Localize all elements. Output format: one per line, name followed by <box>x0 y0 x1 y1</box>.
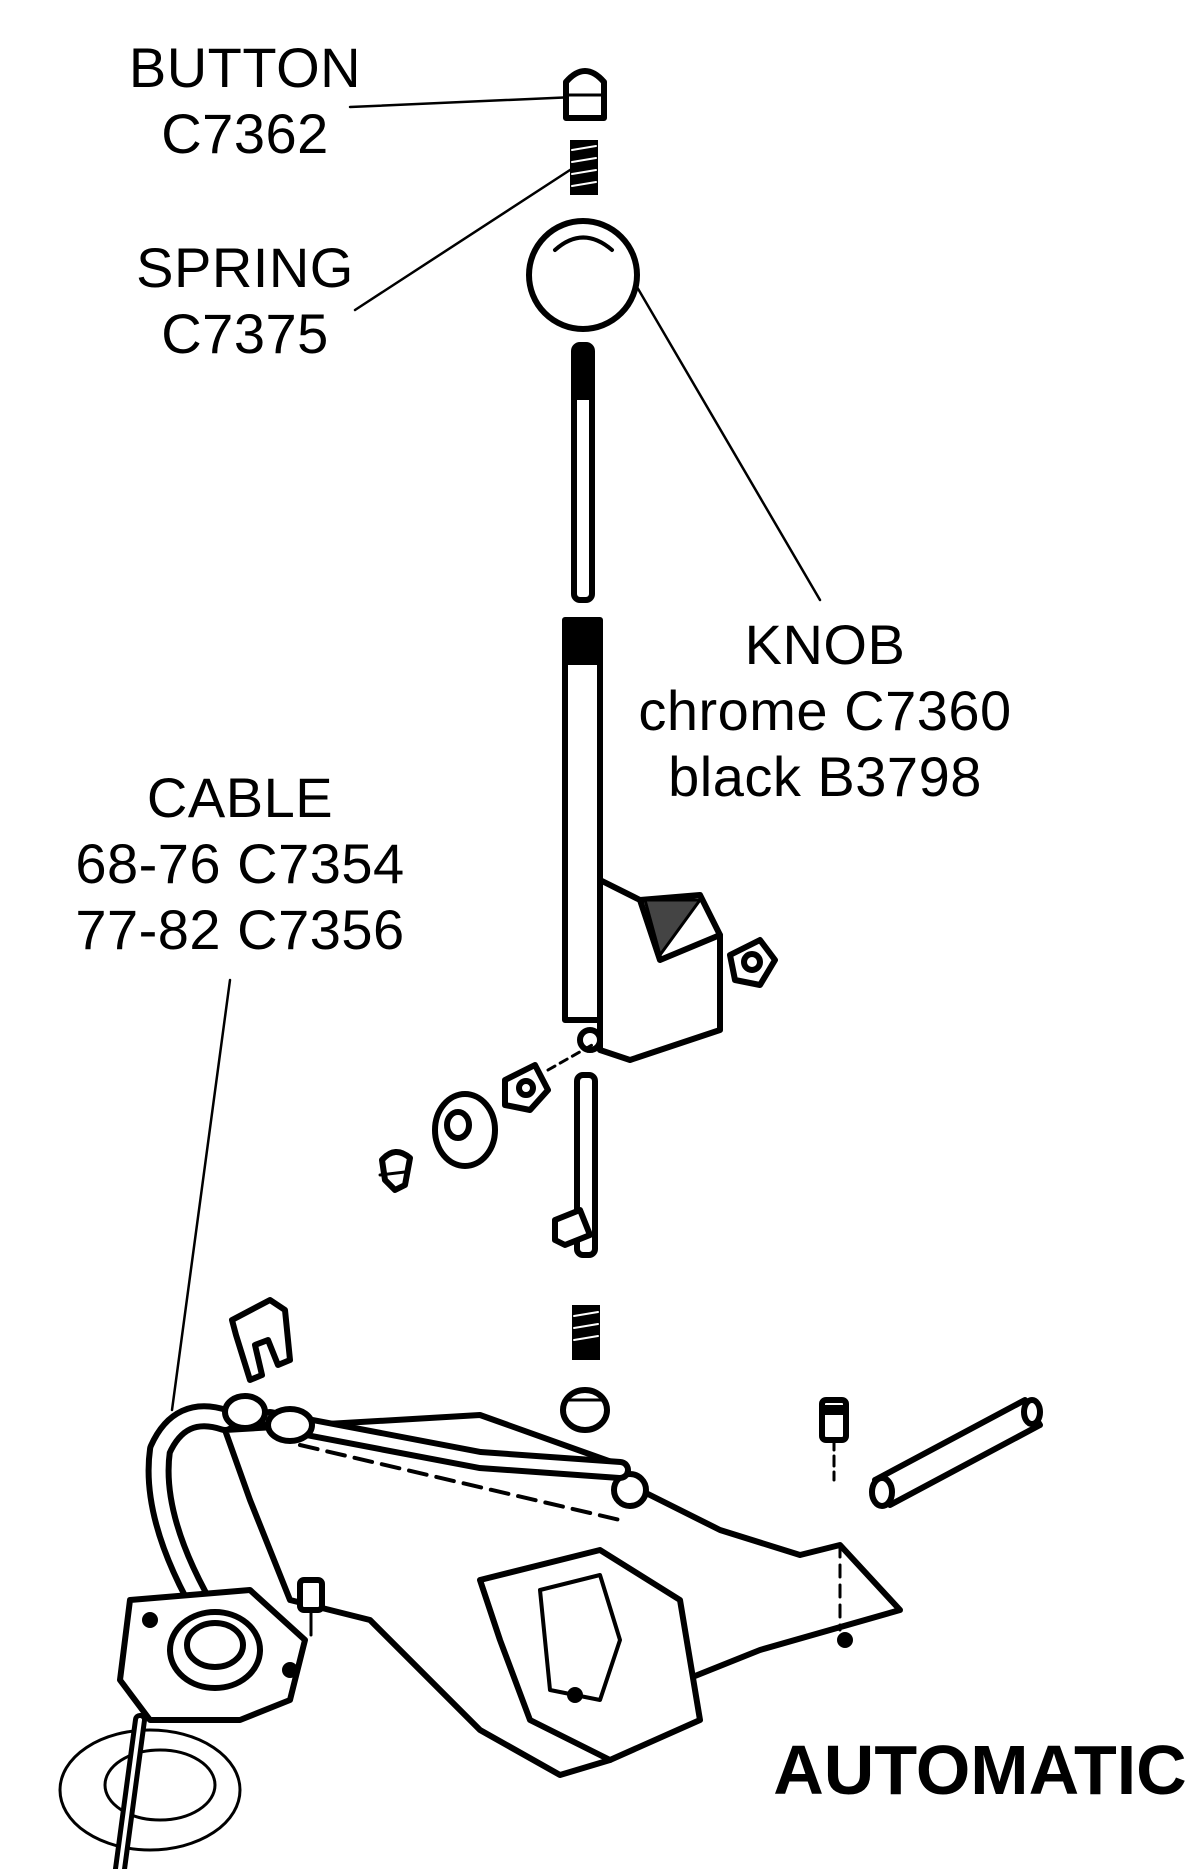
base-mounting-bolt <box>819 1397 849 1482</box>
cable-68-76-number: 68-76 C7354 <box>75 832 405 895</box>
pivot-axis-line <box>546 1043 594 1072</box>
retaining-clip <box>229 1297 293 1383</box>
lower-rod <box>552 1072 598 1258</box>
knob-leader <box>628 273 822 602</box>
cable-77-82-number: 77-82 C7356 <box>75 898 405 961</box>
shifter-tube <box>562 617 603 1023</box>
button-label: BUTTON C7362 <box>95 40 395 162</box>
spring-part-number: C7375 <box>161 302 329 365</box>
bracket-nut <box>502 1062 551 1113</box>
lower-spring <box>572 1305 600 1360</box>
lower-cap <box>560 1387 610 1433</box>
button-part-name: BUTTON <box>128 36 362 99</box>
knob-part-name: KNOB <box>744 613 906 676</box>
bracket-bolt-right <box>727 937 778 988</box>
spring-part-name: SPRING <box>136 236 354 299</box>
shifter-base <box>222 1412 903 1778</box>
lever-bracket <box>577 877 723 1063</box>
pivot-pin <box>869 1397 1043 1509</box>
cable-bracket <box>117 1587 308 1723</box>
floor-grommet <box>58 1713 242 1869</box>
cable-leader <box>170 978 232 1412</box>
shift-cable <box>145 1393 631 1633</box>
button-part <box>563 68 607 121</box>
cable-bracket-bolt <box>297 1577 325 1637</box>
bracket-clip <box>378 1149 413 1193</box>
knob-chrome-number: chrome C7360 <box>638 679 1012 742</box>
knob-part <box>526 218 640 332</box>
button-leader <box>348 95 577 109</box>
cable-part-name: CABLE <box>146 766 334 829</box>
button-part-number: C7362 <box>161 102 329 165</box>
push-rod <box>571 342 595 603</box>
spring-part <box>570 140 598 195</box>
leader-lines <box>170 95 822 1412</box>
bracket-washer <box>432 1091 498 1169</box>
spring-label: SPRING C7375 <box>95 240 395 362</box>
spring-leader <box>353 168 572 312</box>
cable-label: CABLE 68-76 C7354 77-82 C7356 <box>40 770 440 958</box>
knob-black-number: black B3798 <box>668 745 982 808</box>
knob-label: KNOB chrome C7360 black B3798 <box>600 617 1050 805</box>
diagram-title: AUTOMATIC <box>773 1731 1187 1809</box>
